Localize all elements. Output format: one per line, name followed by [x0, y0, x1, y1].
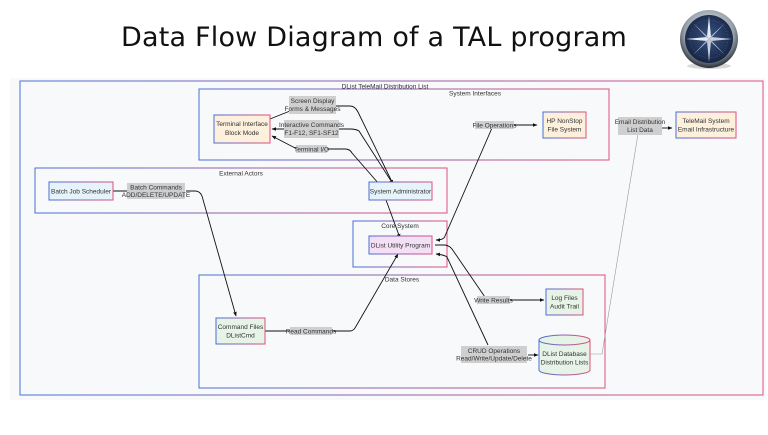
outer-container: DList TeleMail Distribution List: [19, 80, 764, 396]
svg-text:DList Database: DList Database: [542, 351, 587, 358]
edge-label-read-commands: Read Commands: [286, 327, 337, 336]
edge-read-commands: [265, 254, 398, 332]
svg-text:DList Utility Program: DList Utility Program: [371, 243, 430, 250]
svg-text:ADD/DELETE/UPDATE: ADD/DELETE/UPDATE: [122, 192, 191, 199]
node-dlist-database[interactable]: DList Database Distribution Lists: [538, 334, 591, 376]
edge-label-interactive-commands: Interactive Commands F1-F12, SF1-SF12: [279, 120, 345, 138]
node-hp-nonstop[interactable]: HP NonStop File System: [542, 111, 587, 139]
edge-crud-operations: [435, 252, 489, 346]
node-log-files[interactable]: Log Files Audit Trail: [545, 288, 584, 316]
node-terminal-interface[interactable]: Terminal Interface Block Mode: [213, 114, 271, 144]
slide-title: Data Flow Diagram of a TAL program: [120, 22, 628, 53]
svg-text:Block Mode: Block Mode: [225, 130, 259, 137]
svg-text:HP NonStop: HP NonStop: [546, 118, 582, 125]
node-system-administrator[interactable]: System Administrator: [368, 181, 433, 201]
svg-text:Write Results: Write Results: [474, 298, 513, 305]
svg-text:TeleMail System: TeleMail System: [682, 118, 729, 125]
edge-label-file-operations: File Operations: [472, 121, 517, 130]
svg-text:Email Distribution: Email Distribution: [615, 119, 666, 126]
svg-text:Log Files: Log Files: [551, 295, 578, 302]
edge-batch-commands: [113, 190, 236, 316]
node-dlist-utility-program[interactable]: DList Utility Program: [368, 235, 433, 255]
svg-text:Read/Write/Update/Delete: Read/Write/Update/Delete: [456, 356, 532, 363]
edge-label-screen-display: Screen Display Forms & Messages: [285, 96, 342, 114]
svg-text:Batch Job Scheduler: Batch Job Scheduler: [51, 189, 112, 196]
edge-label-terminal-io: Terminal I/O: [294, 145, 329, 154]
group-external-actors: External Actors: [34, 167, 448, 214]
svg-text:Read Commands: Read Commands: [286, 329, 337, 336]
group-title-system-interfaces: System Interfaces: [449, 91, 502, 98]
group-title-external-actors: External Actors: [219, 171, 263, 178]
svg-text:F1-F12, SF1-SF12: F1-F12, SF1-SF12: [284, 130, 339, 137]
group-title-core-system: Core System: [381, 223, 419, 230]
svg-text:Terminal I/O: Terminal I/O: [294, 147, 329, 154]
edge-interactive-commands: [272, 129, 394, 185]
edge-label-email-distribution: Email Distribution List Data: [615, 117, 666, 135]
edge-write-results: [435, 244, 544, 300]
svg-text:Distribution Lists: Distribution Lists: [541, 360, 589, 367]
svg-text:Audit Trail: Audit Trail: [550, 304, 579, 311]
edge-screen-display: [269, 105, 393, 184]
edge-file-operations-core: [435, 127, 493, 242]
svg-text:CRUD Operations: CRUD Operations: [468, 348, 521, 355]
group-core-system: Core System: [352, 220, 448, 268]
edge-label-crud-operations: CRUD Operations Read/Write/Update/Delete: [456, 346, 532, 363]
edge-db-to-email: [590, 133, 639, 355]
svg-text:Email Infrastructure: Email Infrastructure: [678, 127, 735, 134]
group-title-data-stores: Data Stores: [385, 277, 420, 284]
svg-text:System Administrator: System Administrator: [370, 189, 432, 196]
edge-terminal-io: [272, 136, 380, 185]
node-telemail-system[interactable]: TeleMail System Email Infrastructure: [675, 111, 737, 139]
group-data-stores: Data Stores: [198, 274, 606, 389]
svg-text:Screen Display: Screen Display: [291, 98, 335, 105]
edge-label-write-results: Write Results: [474, 296, 514, 305]
svg-text:Forms & Messages: Forms & Messages: [285, 106, 342, 113]
svg-text:File System: File System: [548, 127, 582, 134]
svg-text:Interactive Commands: Interactive Commands: [279, 122, 345, 129]
edge-label-batch-commands: Batch Commands ADD/DELETE/UPDATE: [122, 183, 191, 199]
svg-text:Command Files: Command Files: [218, 324, 264, 331]
compass-icon: [680, 10, 738, 69]
svg-text:List Data: List Data: [627, 127, 653, 134]
svg-text:DListCmd: DListCmd: [226, 333, 255, 340]
outer-container-title: DList TeleMail Distribution List: [342, 84, 429, 91]
group-system-interfaces: System Interfaces: [198, 88, 610, 161]
node-command-files[interactable]: Command Files DListCmd: [215, 317, 266, 345]
svg-text:Batch Commands: Batch Commands: [130, 185, 182, 192]
svg-text:File Operations: File Operations: [472, 123, 517, 130]
svg-text:Terminal Interface: Terminal Interface: [216, 121, 268, 128]
node-batch-job-scheduler[interactable]: Batch Job Scheduler: [48, 181, 114, 201]
edge-admin-to-core: [385, 199, 401, 239]
